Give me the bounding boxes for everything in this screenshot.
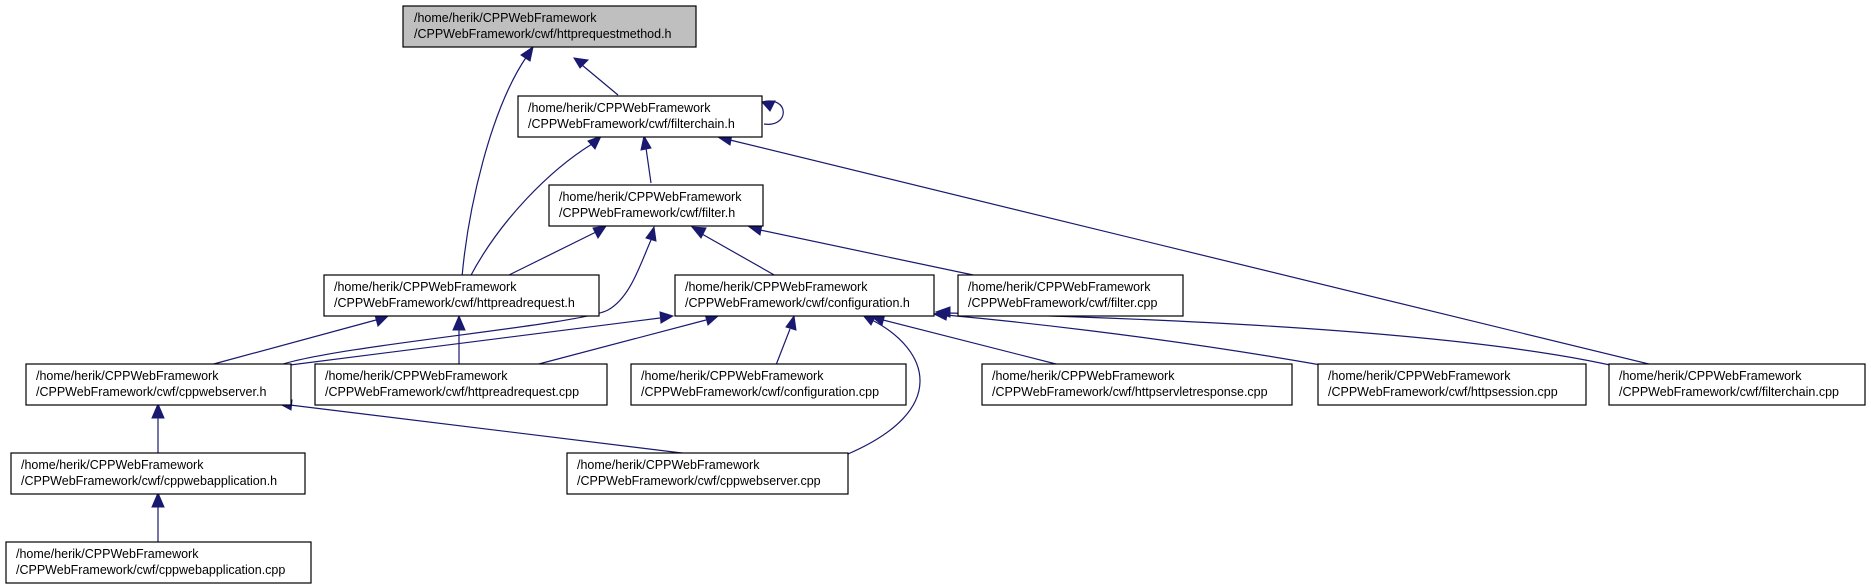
node-label-line2: /CPPWebFramework/cwf/httpservletresponse… bbox=[992, 385, 1268, 399]
node-label-line2: /CPPWebFramework/cwf/httpreadrequest.h bbox=[334, 296, 575, 310]
node-label-line1: /home/herik/CPPWebFramework bbox=[16, 547, 199, 561]
edge-cppwebserver-cpp-to-cppwebserver-h bbox=[276, 399, 691, 455]
node-label-line1: /home/herik/CPPWebFramework bbox=[685, 280, 868, 294]
edge-httpreadrequest-h-to-filterchain-h bbox=[469, 135, 602, 278]
node-label-line2: /CPPWebFramework/cwf/configuration.h bbox=[685, 296, 910, 310]
node-filterchain-cpp[interactable]: /home/herik/CPPWebFramework /CPPWebFrame… bbox=[1608, 363, 1866, 406]
graph-nodes: /home/herik/CPPWebFramework /CPPWebFrame… bbox=[5, 5, 1866, 584]
edge-filterchain-cpp-to-filterchain-h bbox=[716, 133, 1658, 367]
node-httpreadrequest-h[interactable]: /home/herik/CPPWebFramework /CPPWebFrame… bbox=[323, 274, 600, 317]
node-cppwebserver-cpp[interactable]: /home/herik/CPPWebFramework /CPPWebFrame… bbox=[566, 452, 849, 495]
edge-filterchain-h-to-httprequestmethod-h bbox=[573, 57, 619, 96]
node-label-line2: /CPPWebFramework/cwf/configuration.cpp bbox=[641, 385, 879, 399]
node-cppwebserver-h[interactable]: /home/herik/CPPWebFramework /CPPWebFrame… bbox=[25, 363, 292, 406]
node-cppwebapplication-cpp[interactable]: /home/herik/CPPWebFramework /CPPWebFrame… bbox=[5, 541, 312, 584]
node-label-line1: /home/herik/CPPWebFramework bbox=[968, 280, 1151, 294]
node-filterchain-h[interactable]: /home/herik/CPPWebFramework /CPPWebFrame… bbox=[517, 95, 763, 138]
node-httprequestmethod-h[interactable]: /home/herik/CPPWebFramework /CPPWebFrame… bbox=[402, 5, 697, 48]
edge-filterchain-h-self-loop bbox=[760, 100, 784, 125]
node-label-line2: /CPPWebFramework/cwf/filterchain.h bbox=[528, 117, 735, 131]
node-label-line1: /home/herik/CPPWebFramework bbox=[325, 369, 508, 383]
node-label-line2: /CPPWebFramework/cwf/filter.cpp bbox=[968, 296, 1157, 310]
node-filter-cpp[interactable]: /home/herik/CPPWebFramework /CPPWebFrame… bbox=[957, 274, 1184, 317]
node-label-line1: /home/herik/CPPWebFramework bbox=[992, 369, 1175, 383]
node-label-line1: /home/herik/CPPWebFramework bbox=[1328, 369, 1511, 383]
node-label-line1: /home/herik/CPPWebFramework bbox=[528, 101, 711, 115]
edge-cppwebapplication-cpp-to-cppwebapplication-h bbox=[151, 491, 165, 543]
edge-httpreadrequest-cpp-to-httpreadrequest-h bbox=[452, 314, 466, 365]
node-label-line2: /CPPWebFramework/cwf/cppwebserver.cpp bbox=[577, 474, 821, 488]
node-label-line1: /home/herik/CPPWebFramework bbox=[1619, 369, 1802, 383]
node-label-line2: /CPPWebFramework/cwf/httpreadrequest.cpp bbox=[325, 385, 579, 399]
node-label-line1: /home/herik/CPPWebFramework bbox=[559, 190, 742, 204]
edge-configuration-h-to-filter-h bbox=[690, 226, 777, 277]
edge-cppwebserver-h-to-httpreadrequest-h bbox=[209, 314, 390, 366]
edge-filter-h-to-filterchain-h bbox=[640, 134, 652, 184]
node-httpreadrequest-cpp[interactable]: /home/herik/CPPWebFramework /CPPWebFrame… bbox=[314, 363, 608, 406]
edge-httpreadrequest-h-to-filter-h bbox=[504, 225, 608, 278]
edge-cppwebapplication-h-to-cppwebserver-h bbox=[151, 402, 165, 454]
graph-edges bbox=[151, 45, 1658, 543]
node-label-line2: /CPPWebFramework/cwf/cppwebserver.h bbox=[36, 385, 266, 399]
node-label-line2: /CPPWebFramework/cwf/cppwebapplication.h bbox=[21, 474, 277, 488]
node-label-line2: /CPPWebFramework/cwf/filter.h bbox=[559, 206, 735, 220]
node-label-line2: /CPPWebFramework/cwf/httpsession.cpp bbox=[1328, 385, 1558, 399]
node-configuration-cpp[interactable]: /home/herik/CPPWebFramework /CPPWebFrame… bbox=[630, 363, 907, 406]
node-label-line1: /home/herik/CPPWebFramework bbox=[414, 11, 597, 25]
edge-cppwebserver-h-to-filter-h bbox=[279, 225, 657, 366]
node-label-line2: /CPPWebFramework/cwf/filterchain.cpp bbox=[1619, 385, 1839, 399]
node-httpsession-cpp[interactable]: /home/herik/CPPWebFramework /CPPWebFrame… bbox=[1317, 363, 1587, 406]
edge-httpreadrequest-h-to-httprequestmethod-h bbox=[461, 45, 534, 278]
edge-httpreadrequest-cpp-to-configuration-h bbox=[534, 313, 720, 366]
node-label-line2: /CPPWebFramework/cwf/httprequestmethod.h bbox=[414, 27, 672, 41]
edge-filter-cpp-to-filter-h bbox=[746, 223, 979, 277]
node-label-line2: /CPPWebFramework/cwf/cppwebapplication.c… bbox=[16, 563, 285, 577]
node-cppwebapplication-h[interactable]: /home/herik/CPPWebFramework /CPPWebFrame… bbox=[10, 452, 306, 495]
edge-configuration-cpp-to-configuration-h bbox=[775, 314, 797, 366]
node-label-line1: /home/herik/CPPWebFramework bbox=[36, 369, 219, 383]
node-label-line1: /home/herik/CPPWebFramework bbox=[21, 458, 204, 472]
node-filter-h[interactable]: /home/herik/CPPWebFramework /CPPWebFrame… bbox=[548, 184, 764, 227]
node-httpservletresponse-cpp[interactable]: /home/herik/CPPWebFramework /CPPWebFrame… bbox=[981, 363, 1293, 406]
node-label-line1: /home/herik/CPPWebFramework bbox=[641, 369, 824, 383]
node-configuration-h[interactable]: /home/herik/CPPWebFramework /CPPWebFrame… bbox=[674, 274, 935, 317]
edge-cppwebserver-h-to-configuration-h bbox=[289, 311, 675, 366]
edge-httpsession-cpp-to-configuration-h bbox=[932, 309, 1322, 366]
node-label-line1: /home/herik/CPPWebFramework bbox=[577, 458, 760, 472]
node-label-line1: /home/herik/CPPWebFramework bbox=[334, 280, 517, 294]
